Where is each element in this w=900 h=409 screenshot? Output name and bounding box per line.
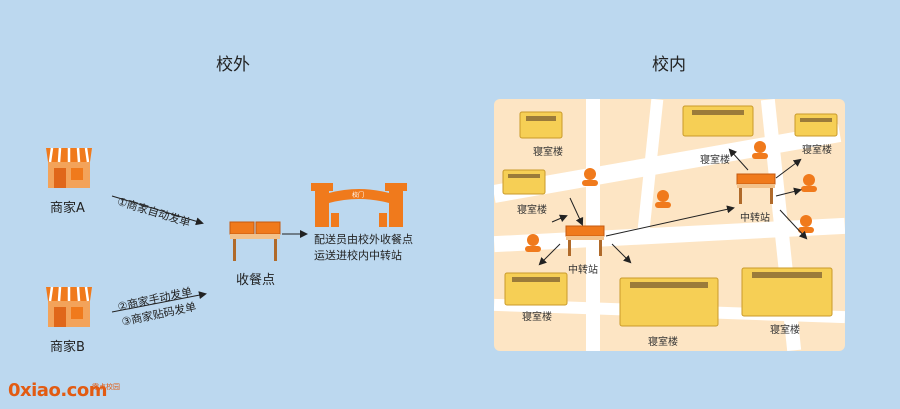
shop-icon [46,147,92,188]
dorm-label: 寝室楼 [533,147,563,158]
shop-icon [46,286,92,327]
pickup-stand-icon [229,221,281,261]
dorm-label: 寝室楼 [522,312,552,323]
pickup-point-label: 收餐点 [236,273,276,288]
logo-sub: 零点校园 [92,383,120,391]
dorm-label: 寝室楼 [517,205,547,216]
hub-label: 中转站 [740,213,770,224]
outside-title: 校外 [216,55,250,75]
courier-note-line1: 配送员由校外收餐点 [314,233,413,246]
courier-note-line2: 运送进校内中转站 [314,249,402,262]
dorm-label: 寝室楼 [770,325,800,336]
dorm-label: 寝室楼 [648,337,678,348]
dorm-label: 寝室楼 [700,155,730,166]
dorm-label: 寝室楼 [802,145,832,156]
inside-title: 校内 [652,55,686,75]
logo: 0xiao.com [8,380,107,401]
merchant-a-label: 商家A [50,201,85,216]
merchant-b-label: 商家B [50,340,85,355]
hub-label: 中转站 [568,265,598,276]
road [586,99,600,351]
school-gate-sign: 校门 [352,192,365,199]
school-gate-icon [311,183,407,227]
